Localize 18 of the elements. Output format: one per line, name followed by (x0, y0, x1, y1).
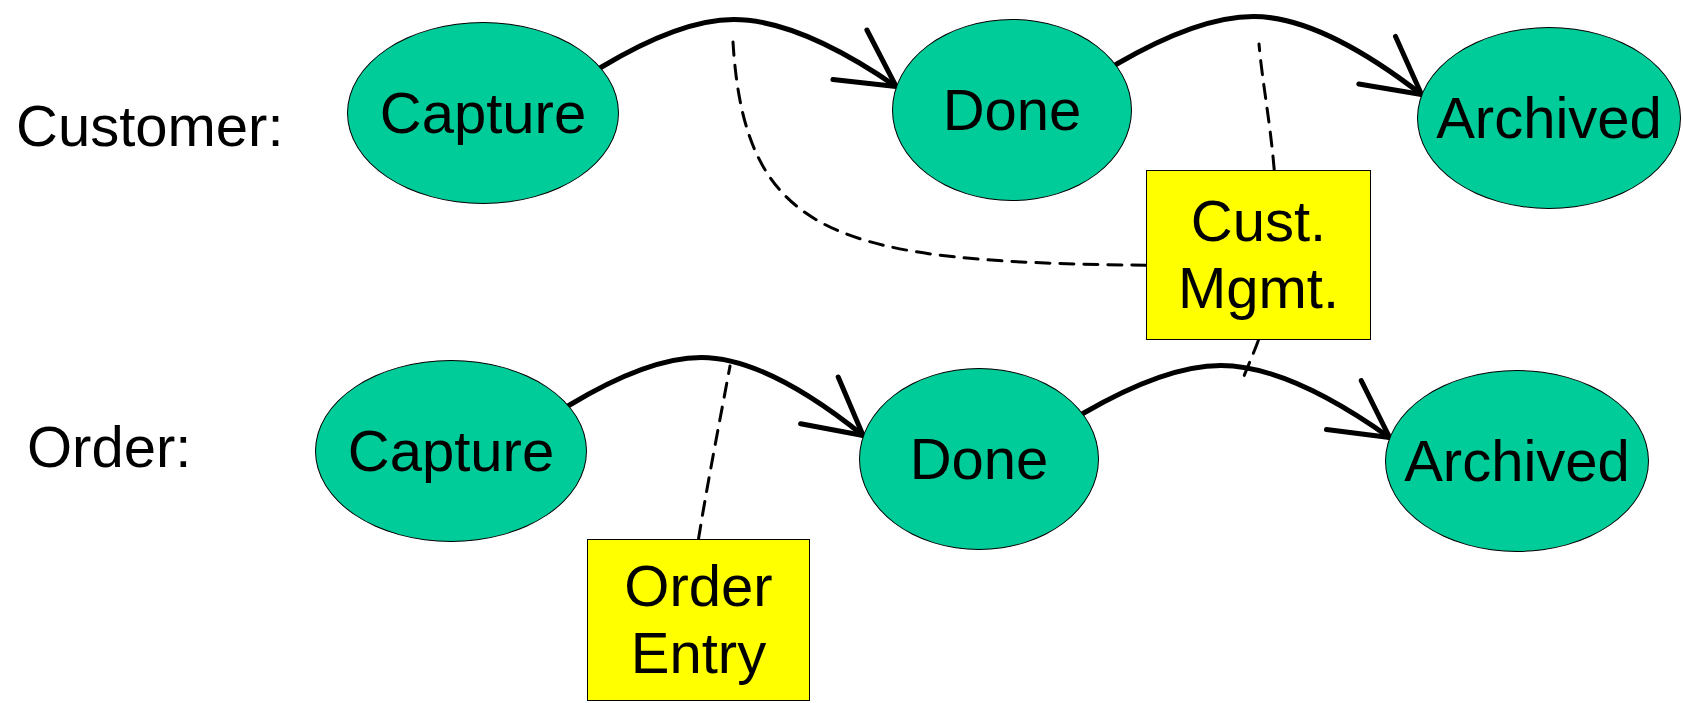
arrow (1113, 14, 1424, 97)
leader-line (1257, 42, 1276, 172)
node-label: Cust. Mgmt. (1176, 188, 1341, 322)
node-label: Done (942, 76, 1082, 144)
row-label: Customer: (16, 92, 284, 159)
arrow (598, 17, 899, 89)
row-label: Order: (27, 413, 192, 480)
leader-line (697, 364, 732, 541)
node-label: Archived (1404, 427, 1630, 495)
node-label: Archived (1436, 84, 1662, 152)
node-label: Capture (347, 417, 555, 485)
arrow (1080, 363, 1392, 440)
note-box (1146, 170, 1371, 340)
node-label: Capture (379, 79, 587, 147)
node-label: Done (909, 425, 1049, 493)
note-box (587, 539, 810, 701)
arrow (566, 355, 866, 438)
node-label: Order Entry (623, 553, 774, 687)
